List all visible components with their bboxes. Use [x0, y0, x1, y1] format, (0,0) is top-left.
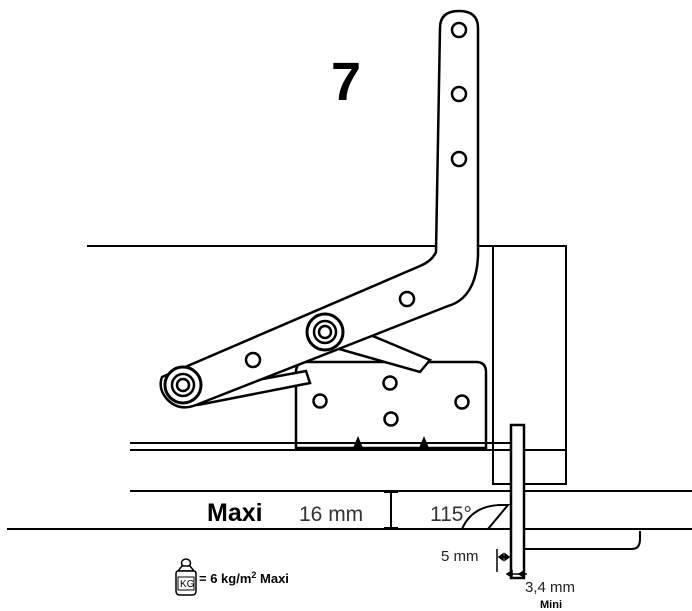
plate-screw-hole [454, 394, 470, 410]
arm-screw-hole [450, 21, 468, 39]
weight-limit: = 6 kg/m2 Maxi [199, 570, 289, 586]
side-gap-arrow [496, 549, 511, 572]
arm-screw-hole [450, 85, 468, 103]
arm-screw-hole [398, 290, 416, 308]
side-gap-label: 5 mm [441, 548, 479, 565]
angle-marker [460, 504, 511, 530]
pivot-joint-lower [163, 365, 203, 405]
upper-panel [130, 442, 567, 485]
pivot-joint-upper [305, 312, 345, 352]
min-gap-label: Mini [540, 599, 562, 611]
weight-icon-label: KG [180, 579, 195, 590]
mounting-bracket [523, 531, 641, 550]
weight-limit-prefix: = 6 kg/m [199, 571, 251, 586]
weight-icon: KG [175, 558, 197, 596]
min-gap-value: 3,4 mm [525, 579, 575, 596]
arm-screw-hole [244, 351, 262, 369]
panel-thickness-label: 16 mm [299, 503, 363, 526]
min-gap-arrow [505, 569, 527, 579]
weight-limit-suffix: Maxi [256, 571, 289, 586]
opening-angle-label: 115° [430, 503, 472, 526]
step-number: 7 [331, 52, 361, 112]
hinge-mounting-plate [294, 360, 488, 450]
door-panel [7, 490, 692, 530]
weight-limit-exponent: 2 [251, 570, 256, 580]
plate-screw-hole [312, 393, 328, 409]
stop-plate [509, 423, 526, 580]
plate-screw-hole [383, 411, 399, 427]
hinge-main-arm [159, 9, 480, 409]
arm-screw-hole [450, 150, 468, 168]
thickness-dimension [384, 491, 398, 529]
panel-label: Maxi [207, 499, 263, 527]
plate-screw-hole [382, 375, 398, 391]
